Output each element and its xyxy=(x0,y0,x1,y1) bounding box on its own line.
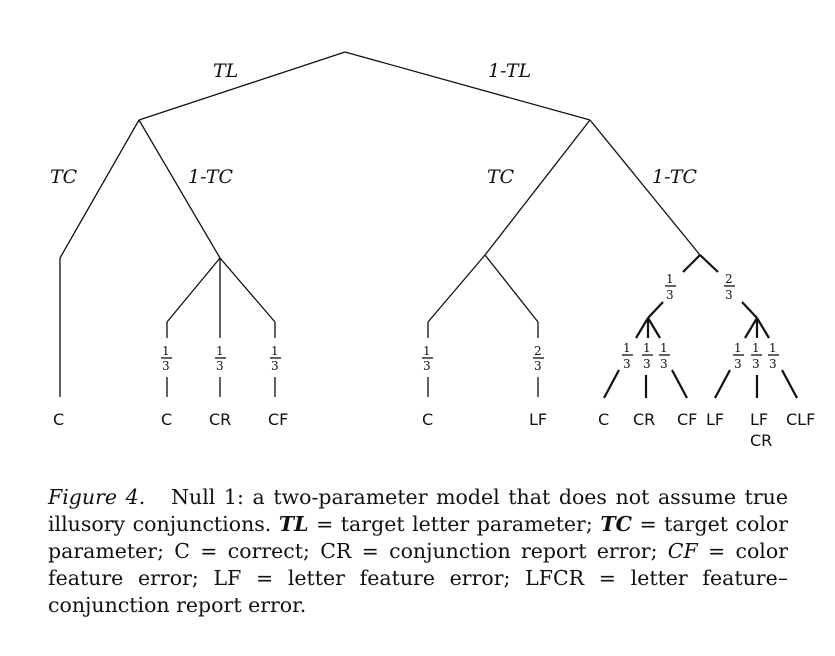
svg-text:1: 1 xyxy=(623,341,631,355)
svg-text:3: 3 xyxy=(162,359,170,373)
svg-text:1: 1 xyxy=(660,341,668,355)
svg-text:1: 1 xyxy=(423,344,431,358)
fraction-1-3-e: 1 3 xyxy=(665,272,676,302)
fraction-1-3-a: 1 3 xyxy=(161,344,172,373)
edge-r1tc-a xyxy=(682,254,701,273)
edge-sub1-a xyxy=(635,317,649,339)
figure-label: Figure 4. xyxy=(48,485,146,509)
leaf-lf-3: LF xyxy=(750,410,768,429)
edge-label-tc-left: TC xyxy=(50,166,78,188)
svg-text:2: 2 xyxy=(534,344,542,358)
svg-text:3: 3 xyxy=(534,359,542,373)
svg-text:2: 2 xyxy=(725,272,733,286)
svg-text:1: 1 xyxy=(769,341,777,355)
leaf-c-3: C xyxy=(422,410,433,429)
caption-cf-abbr: CF xyxy=(667,539,698,563)
fraction-1-3-f: 1 3 xyxy=(622,341,633,371)
fraction-1-3-d: 1 3 xyxy=(422,344,433,373)
probability-tree-diagram: TL 1-TL TC 1-TC 1 3 1 3 1 3 C C CR CF TC… xyxy=(50,51,815,450)
svg-text:3: 3 xyxy=(643,357,651,371)
edge-label-tc-right: TC xyxy=(487,166,515,188)
leaf-clf: CLF xyxy=(786,410,815,429)
stem-sub2-a xyxy=(714,369,731,399)
leaf-cf-2: CF xyxy=(677,410,697,429)
svg-text:3: 3 xyxy=(423,359,431,373)
edge-r1tc-b xyxy=(699,254,719,273)
edge-left-branch-c xyxy=(219,257,276,323)
svg-text:1: 1 xyxy=(734,341,742,355)
edge-label-1-tc-left: 1-TC xyxy=(188,166,234,188)
edge-label-1-tl: 1-TL xyxy=(488,60,531,82)
fraction-2-3-a: 2 3 xyxy=(533,344,544,373)
svg-text:3: 3 xyxy=(660,357,668,371)
edge-sub1-c xyxy=(647,317,661,339)
svg-text:3: 3 xyxy=(734,357,742,371)
fraction-2-3-b: 2 3 xyxy=(724,272,735,302)
edge-left-tc xyxy=(59,119,140,259)
edge-sub2-c xyxy=(756,317,770,339)
edge-root-1-tl xyxy=(344,51,591,121)
stem-sub1-a xyxy=(603,369,620,399)
svg-text:1: 1 xyxy=(666,272,674,286)
edge-rtc-b xyxy=(484,254,539,323)
edge-r1tc-b-lower xyxy=(741,301,758,319)
fraction-1-3-i: 1 3 xyxy=(733,341,744,371)
edge-rtc-a xyxy=(427,254,486,323)
stem-sub2-c xyxy=(781,369,798,399)
edge-left-1-tc xyxy=(138,119,221,259)
edge-label-1-tc-right: 1-TC xyxy=(652,166,698,188)
svg-text:3: 3 xyxy=(725,288,733,302)
edge-r1tc-a-lower xyxy=(647,301,664,319)
leaf-lf-2: LF xyxy=(706,410,724,429)
caption-tc-abbr: TC xyxy=(600,512,632,536)
fraction-1-3-k: 1 3 xyxy=(768,341,779,371)
edge-right-1-tc xyxy=(589,119,701,256)
leaf-cr-3: CR xyxy=(750,431,772,450)
edge-left-branch-a xyxy=(166,257,221,323)
edge-root-tl xyxy=(138,51,346,121)
fraction-1-3-h: 1 3 xyxy=(659,341,670,371)
svg-text:3: 3 xyxy=(752,357,760,371)
caption-tl-abbr: TL xyxy=(278,512,309,536)
fraction-1-3-c: 1 3 xyxy=(270,344,281,373)
svg-text:3: 3 xyxy=(271,359,279,373)
fraction-1-3-g: 1 3 xyxy=(642,341,653,371)
leaf-c-4: C xyxy=(598,410,609,429)
svg-text:1: 1 xyxy=(271,344,279,358)
svg-text:3: 3 xyxy=(216,359,224,373)
fraction-1-3-j: 1 3 xyxy=(751,341,762,371)
svg-text:1: 1 xyxy=(216,344,224,358)
edge-label-tl: TL xyxy=(213,60,238,82)
svg-text:3: 3 xyxy=(769,357,777,371)
leaf-cr-2: CR xyxy=(633,410,655,429)
edge-right-tc xyxy=(484,119,591,256)
leaf-c-1: C xyxy=(53,410,64,429)
caption-text-3: = target color parameter; C = correct; C… xyxy=(48,512,789,563)
caption-text-2: = target letter parameter; xyxy=(308,512,601,536)
leaf-cf-1: CF xyxy=(268,410,288,429)
svg-text:1: 1 xyxy=(752,341,760,355)
caption-text-1: Null 1: a two-parameter model that does … xyxy=(48,485,788,536)
svg-text:1: 1 xyxy=(162,344,170,358)
fraction-1-3-b: 1 3 xyxy=(215,344,226,373)
stem-sub1-c xyxy=(671,369,688,399)
svg-text:3: 3 xyxy=(666,288,674,302)
edge-sub2-a xyxy=(744,317,758,339)
svg-text:1: 1 xyxy=(643,341,651,355)
leaf-c-2: C xyxy=(161,410,172,429)
svg-text:3: 3 xyxy=(623,357,631,371)
figure-caption: Figure 4. Null 1: a two-parameter model … xyxy=(48,484,788,619)
leaf-cr-1: CR xyxy=(209,410,231,429)
leaf-lf-1: LF xyxy=(529,410,547,429)
caption-text-4: = color feature error; LF = letter featu… xyxy=(48,539,788,617)
